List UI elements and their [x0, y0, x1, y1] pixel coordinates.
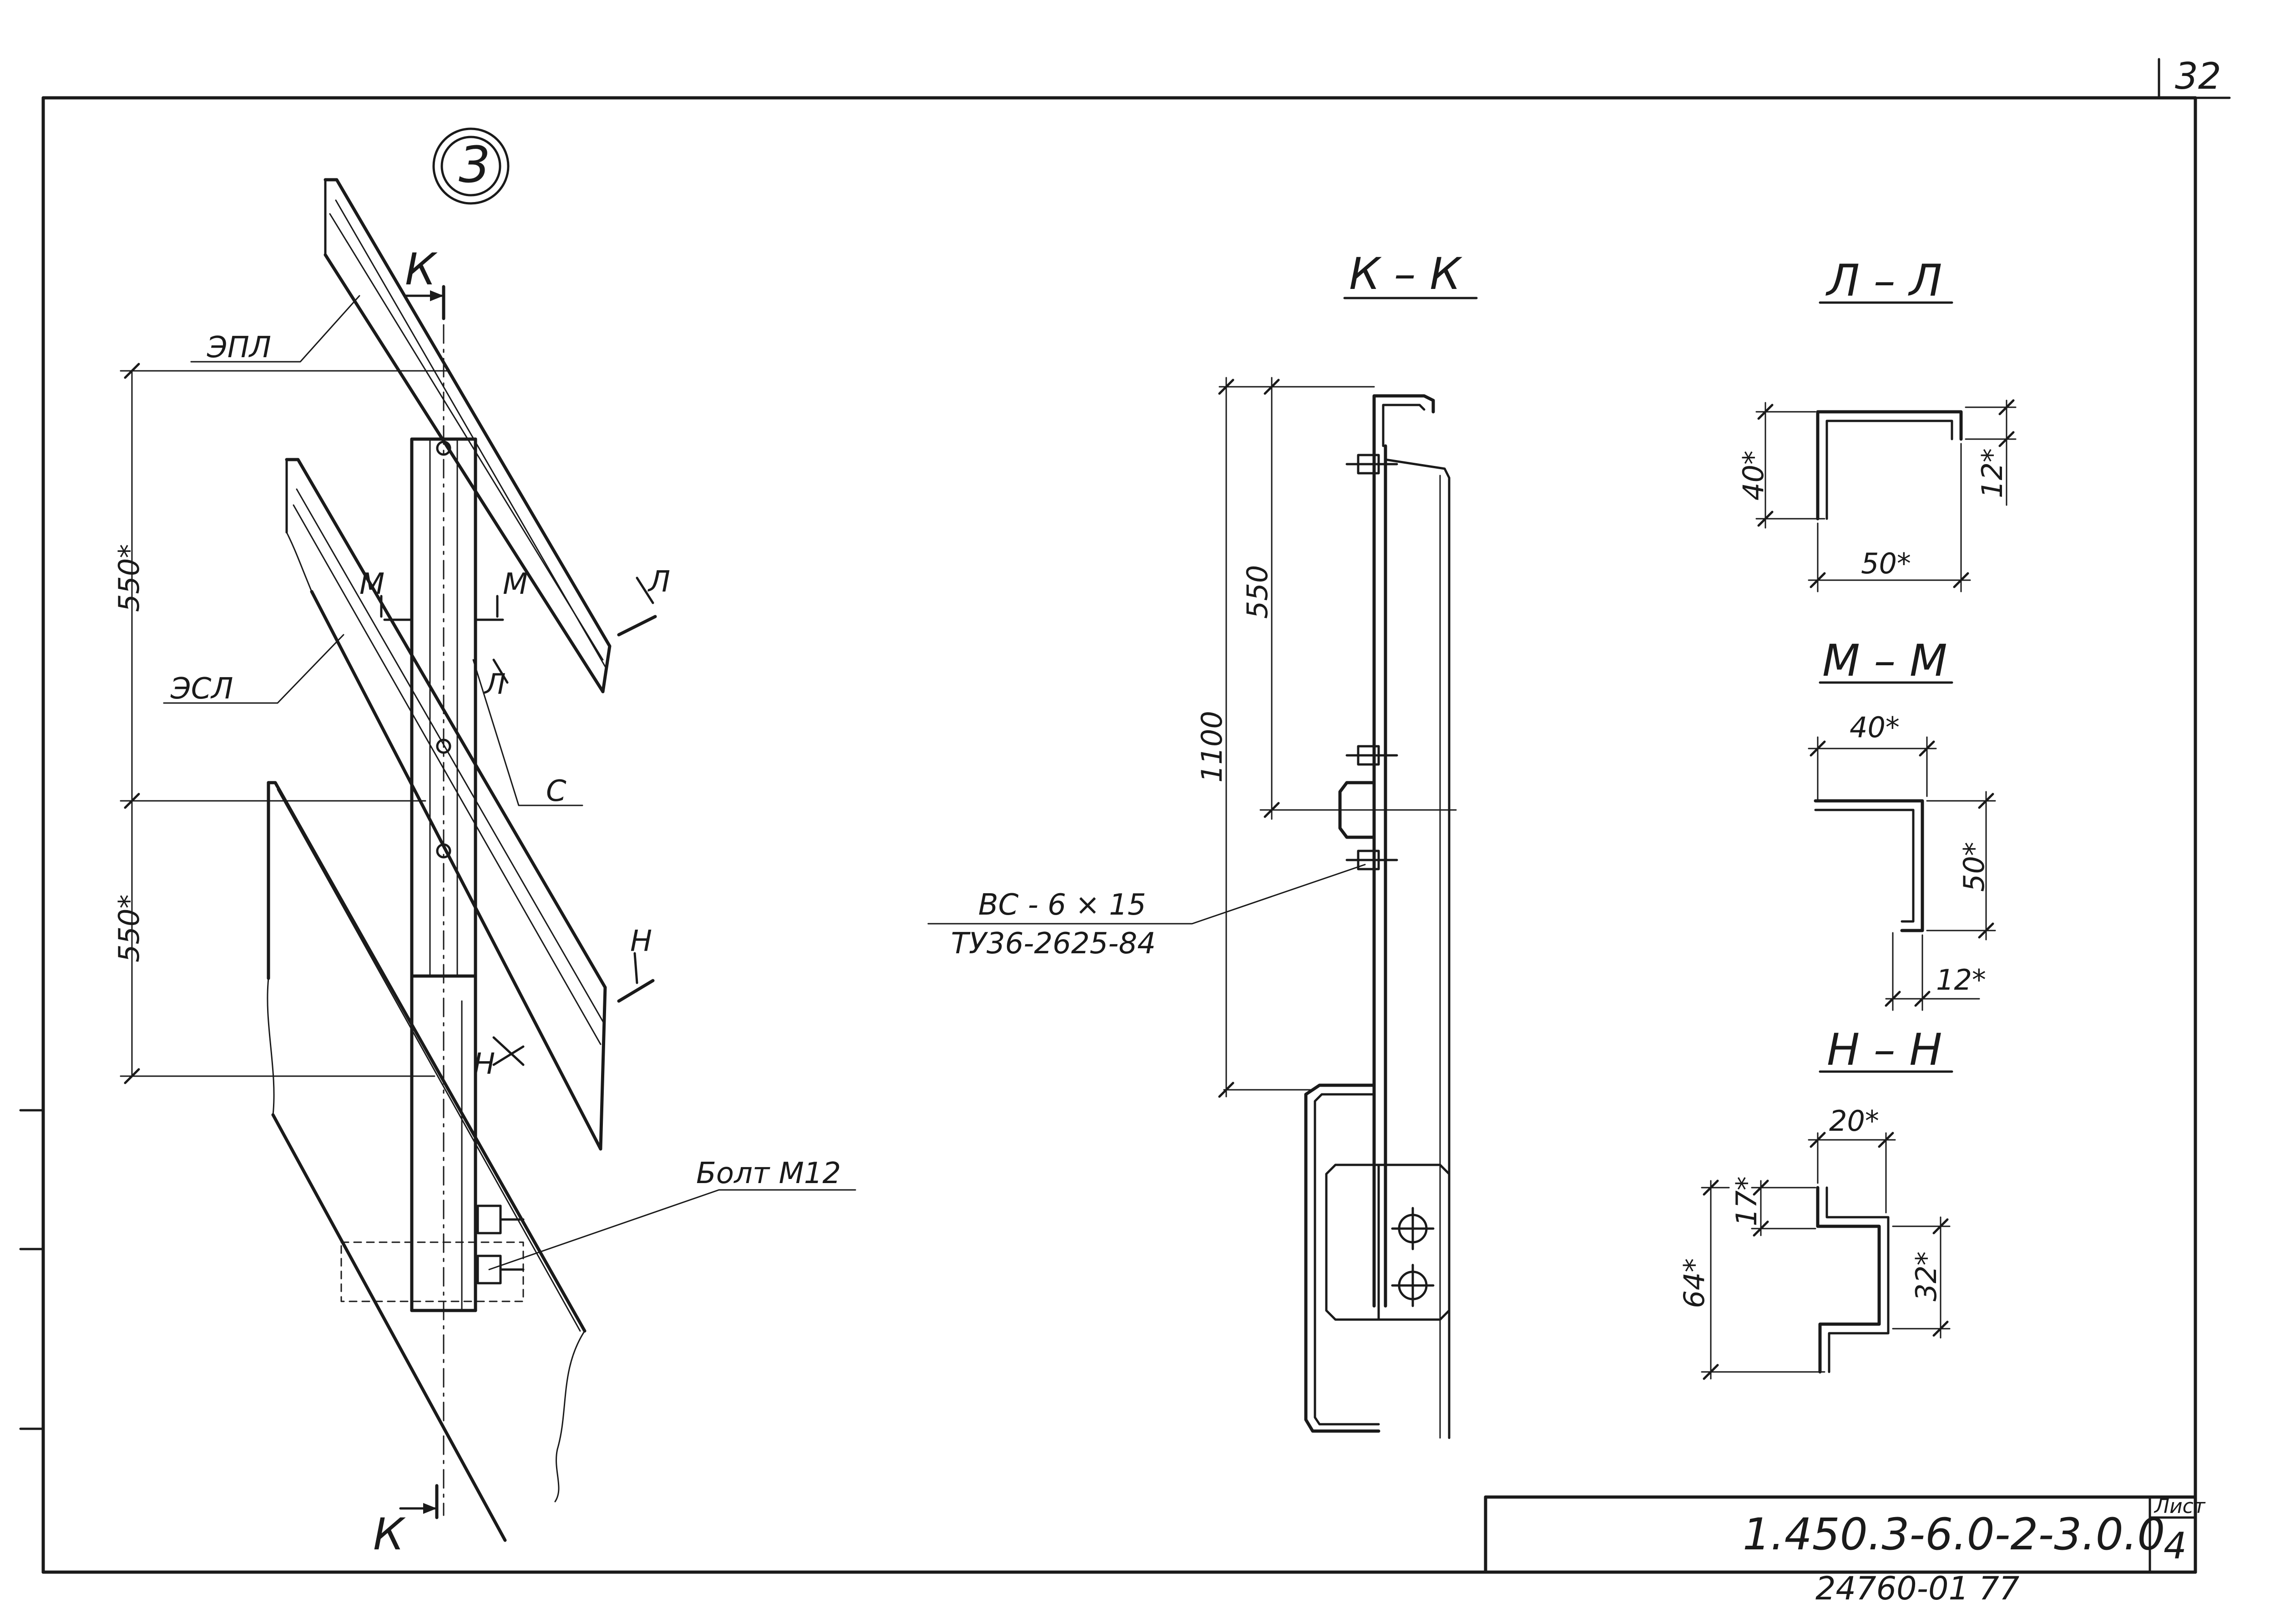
cut-arrow-k-top: [404, 285, 445, 320]
cut-label-k-top: К: [405, 244, 438, 295]
title-kk: К – К: [1349, 248, 1462, 299]
dim-550-upper: 550*: [112, 544, 146, 612]
vertical-post: [410, 437, 477, 1312]
dim-mm-height: 50*: [1957, 842, 1991, 892]
mark-l: Л: [647, 565, 670, 599]
main-view: К К М М Л Л Н Н: [112, 178, 856, 1560]
cut-arrow-l: [492, 577, 657, 684]
mark-l-small: Л: [484, 668, 506, 701]
dim-mm-top: 40*: [1850, 711, 1900, 744]
dim-nn-17: 17*: [1730, 1176, 1763, 1226]
cut-arrow-k-bottom: [399, 1484, 439, 1519]
title-block: [1484, 1495, 2197, 1574]
dim-550-lower: 550*: [112, 895, 146, 962]
mark-m-right: М: [503, 567, 528, 601]
page-number: 32: [2175, 55, 2221, 97]
cut-label-k-bottom: К: [373, 1509, 406, 1560]
cut-arrow-n: [492, 952, 655, 1066]
title-nn: Н – Н: [1827, 1024, 1942, 1075]
mark-m-left: М: [359, 567, 384, 601]
document-code: 1.450.3-6.0-2-3.0.0: [1743, 1509, 2165, 1560]
bottom-bracket: [340, 1204, 525, 1302]
dim-kk-550: 550: [1241, 565, 1274, 619]
screw-spec-line2: ТУ36-2625-84: [951, 927, 1156, 961]
bottom-code: 24760-01 77: [1815, 1570, 2019, 1607]
label-c: С: [546, 774, 566, 808]
screws-kk: [1345, 454, 1398, 870]
bolt-symbols-kk: [1391, 1207, 1435, 1307]
title-ll: Л – Л: [1825, 255, 1942, 306]
section-mm: [1808, 681, 1996, 1011]
section-kk: [927, 297, 1478, 1439]
sheet-label: Лист: [2154, 1495, 2206, 1518]
dim-nn-total: 64*: [1678, 1258, 1711, 1308]
dim-mm-lip: 12*: [1936, 963, 1986, 997]
section-nn: [1701, 1070, 1953, 1380]
label-bolt: Болт М12: [696, 1157, 841, 1190]
cut-arrow-m: [380, 595, 504, 621]
title-mm: М – М: [1822, 635, 1947, 686]
mark-n: Н: [630, 925, 652, 958]
dim-ll-width: 50*: [1861, 547, 1911, 580]
dim-kk-1100: 1100: [1195, 711, 1228, 783]
leader-lines: [163, 295, 856, 1270]
screw-spec-line1: ВС - 6 × 15: [978, 888, 1146, 922]
label-epl: ЭПЛ: [207, 331, 271, 364]
dim-nn-32: 32*: [1910, 1251, 1943, 1301]
mark-n-small: Н: [473, 1047, 495, 1081]
label-esl: ЭСЛ: [170, 672, 233, 706]
dim-ll-height: 40*: [1737, 450, 1770, 501]
panel-esl: [285, 458, 607, 1151]
panel-epl: [324, 178, 612, 693]
section-ll: [1755, 301, 2017, 592]
detail-number: 3: [459, 136, 490, 194]
detail-circle: [432, 127, 510, 205]
dimension-lines-main: [120, 363, 449, 1084]
dim-nn-top: 20*: [1829, 1104, 1879, 1138]
sheet-number: 4: [2164, 1525, 2187, 1567]
sheet-frame: [19, 58, 2231, 1574]
dim-ll-lip: 12*: [1976, 448, 2009, 498]
panel-lower: [267, 781, 586, 1542]
